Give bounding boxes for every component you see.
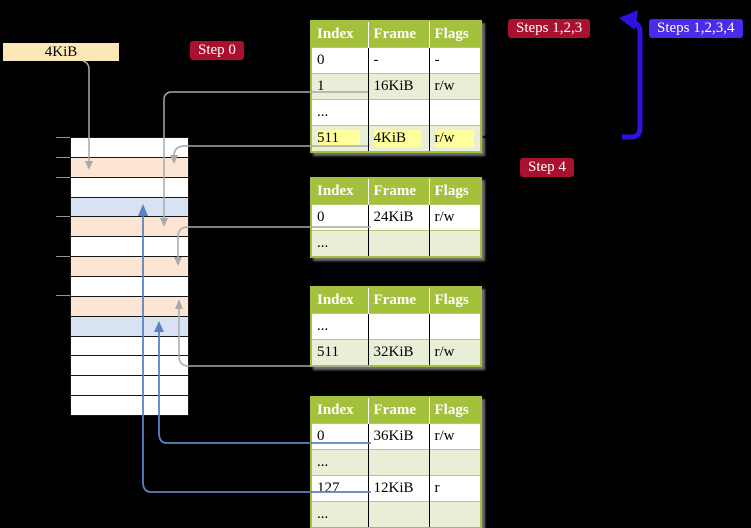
cell-text: 36KiB xyxy=(373,428,414,444)
table-row: ... xyxy=(311,501,481,528)
column-header: Index xyxy=(311,178,369,205)
column-header: Flags xyxy=(429,178,481,205)
memory-row-peach xyxy=(71,257,188,278)
cell-text: r xyxy=(434,480,440,496)
table-row: ... xyxy=(311,99,481,126)
table-row: 511 32KiB r/w xyxy=(311,339,481,366)
badge-steps-1-2-3: Steps 1,2,3 xyxy=(508,19,591,38)
memory-tick xyxy=(56,137,70,138)
cell-text: r/w xyxy=(434,130,474,147)
table-row: 127 12KiB r xyxy=(311,475,481,502)
cell-text: ... xyxy=(317,318,329,334)
column-header: Index xyxy=(311,397,369,424)
cell-text: 12KiB xyxy=(373,480,414,496)
badge-step-4: Step 4 xyxy=(520,158,574,177)
frame-size-box: 4KiB xyxy=(3,43,119,61)
cell-text: 1 xyxy=(317,78,325,94)
memory-row-blue xyxy=(71,197,188,218)
table-row: ... xyxy=(311,230,481,257)
cell-text: 0 xyxy=(317,52,325,68)
memory-tick xyxy=(56,255,70,257)
cell-text: r/w xyxy=(434,78,455,94)
memory-row-white xyxy=(71,138,188,158)
table-row: 0 24KiB r/w xyxy=(311,204,481,231)
memory-row-peach xyxy=(71,157,188,178)
cell-text: 32KiB xyxy=(373,344,414,360)
memory-row-white xyxy=(71,277,188,297)
column-header: Frame xyxy=(368,287,430,314)
cell-text: 0 xyxy=(317,428,325,444)
cell-text: ... xyxy=(317,235,329,251)
table-row: 0 - - xyxy=(311,47,481,74)
cell-text: 511 xyxy=(317,130,361,147)
cell-text: - xyxy=(373,52,379,68)
column-header: Flags xyxy=(429,397,481,424)
memory-tick xyxy=(56,216,70,218)
memory-tick xyxy=(56,156,70,158)
physical-memory-strip xyxy=(70,137,189,416)
memory-row-white xyxy=(71,177,188,198)
badge-step-0: Step 0 xyxy=(190,41,244,60)
memory-row-white xyxy=(71,396,188,416)
cell-text: ... xyxy=(317,104,329,120)
cell-text: 24KiB xyxy=(373,209,414,225)
column-header: Index xyxy=(311,21,369,48)
memory-tick xyxy=(56,176,70,178)
table-row: 511 4KiB r/w xyxy=(311,125,481,152)
cell-text: 0 xyxy=(317,209,325,225)
cell-text: 511 xyxy=(317,344,339,360)
memory-row-white xyxy=(71,237,188,258)
cell-text: r/w xyxy=(434,344,455,360)
column-header: Flags xyxy=(429,287,481,314)
table-row: 0 36KiB r/w xyxy=(311,423,481,450)
cell-text: r/w xyxy=(434,428,455,444)
memory-row-blue xyxy=(71,316,188,337)
memory-row-peach xyxy=(71,217,188,238)
steps-loop-arrow-icon xyxy=(619,10,643,140)
memory-row-peach xyxy=(71,296,188,317)
memory-row-white xyxy=(71,376,188,397)
cell-text: - xyxy=(434,52,440,68)
column-header: Frame xyxy=(368,397,430,424)
column-header: Index xyxy=(311,287,369,314)
cell-text: ... xyxy=(317,454,329,470)
arrow-loop-to-table1-icon xyxy=(482,132,621,142)
table-row: 1 16KiB r/w xyxy=(311,73,481,100)
memory-tick xyxy=(56,295,70,297)
column-header: Frame xyxy=(368,178,430,205)
memory-row-white xyxy=(71,356,188,377)
badge-steps-1-2-3-4: Steps 1,2,3,4 xyxy=(649,19,743,38)
column-header: Frame xyxy=(368,21,430,48)
table-row: ... xyxy=(311,449,481,476)
table-row: ... xyxy=(311,313,481,340)
cell-text: r/w xyxy=(434,209,455,225)
memory-row-white xyxy=(71,336,188,357)
cell-text: ... xyxy=(317,506,329,522)
column-header: Flags xyxy=(429,21,481,48)
cell-text: 4KiB xyxy=(373,130,421,147)
cell-text: 127 xyxy=(317,480,340,496)
cell-text: 16KiB xyxy=(373,78,414,94)
